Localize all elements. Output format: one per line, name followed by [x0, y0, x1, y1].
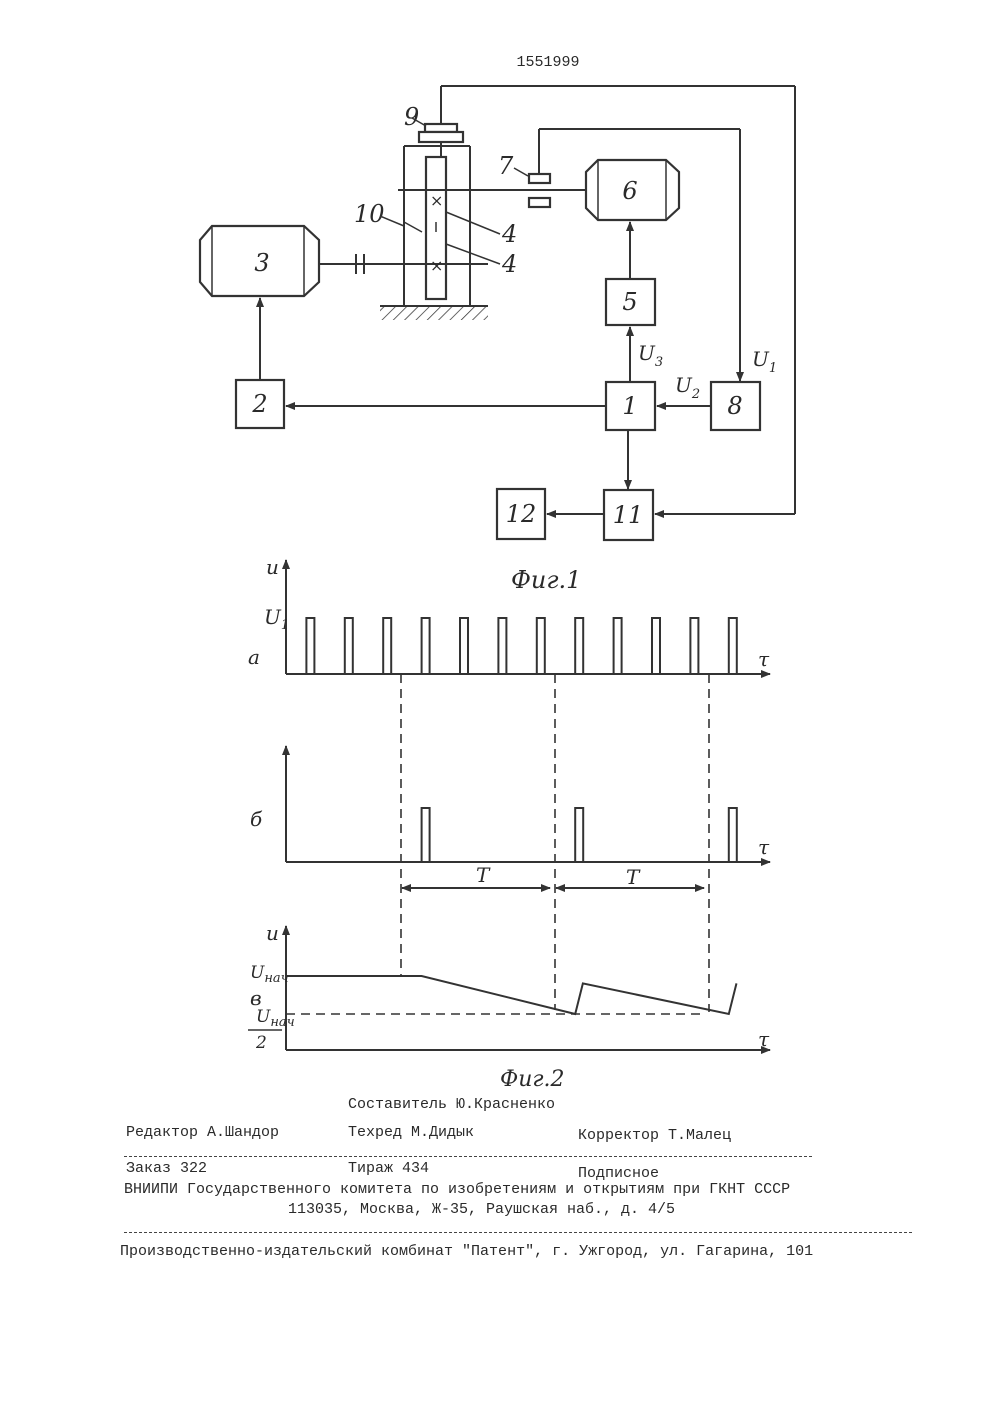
period-label-1: T [476, 863, 491, 887]
imprint-corrector: Корректор Т.Малец [578, 1127, 731, 1144]
panel-b: б τ [250, 746, 770, 862]
patent-number: 1551999 [516, 54, 579, 71]
imprint-address: 113035, Москва, Ж-35, Раушская наб., д. … [288, 1201, 675, 1218]
imprint-composer: Составитель Ю.Красненко [348, 1096, 555, 1113]
figure-2: u U1 а τ б τ T T [248, 555, 770, 1092]
block-2: 2 [236, 380, 284, 428]
figure-2-caption: Фиг.2 [500, 1067, 565, 1092]
panel-c-level-top: Uнач [250, 963, 289, 986]
imprint-subscription: Подписное [578, 1165, 659, 1182]
figure-1: 3 × × [200, 86, 795, 594]
panel-a-label: а [248, 645, 260, 669]
part-label-4a: 4 [501, 220, 517, 248]
imprint-editor: Редактор А.Шандор [126, 1124, 279, 1141]
imprint-printer: Производственно-издательский комбинат "П… [120, 1243, 813, 1260]
panel-c: u Uнач в Uнач 2 τ [248, 921, 770, 1053]
pulse-train [286, 618, 737, 674]
panel-a: u U1 а τ [248, 555, 770, 674]
panel-c-level-low: Uнач [256, 1007, 295, 1030]
motor-block-6: 6 [586, 160, 679, 220]
svg-text:×: × [430, 256, 443, 275]
part-label-7: 7 [498, 152, 514, 180]
imprint-institute: ВНИИПИ Государственного комитета по изоб… [124, 1181, 790, 1198]
sensor-9 [419, 86, 795, 157]
part-label-10: 10 [354, 200, 385, 228]
imprint-order: Заказ 322 [126, 1160, 207, 1177]
block-label-8: 8 [727, 392, 742, 420]
imprint-circulation: Тираж 434 [348, 1160, 429, 1177]
imprint-divider-1 [124, 1156, 812, 1157]
panel-c-axis-t: τ [758, 1027, 770, 1051]
panel-a-axis-u: u [266, 555, 279, 579]
part-label-4b: 4 [501, 250, 517, 278]
panel-a-axis-t: τ [758, 647, 770, 671]
panel-c-frac: 2 [255, 1033, 267, 1053]
figure-1-caption: Фиг.1 [511, 566, 581, 594]
block-11: 11 [604, 490, 653, 540]
voltage-curve [286, 976, 736, 1014]
block-label-1: 1 [622, 392, 637, 420]
panel-b-label: б [250, 807, 263, 831]
gearbox-10: × × [380, 146, 488, 320]
period-label-2: T [626, 865, 641, 889]
block-label-2: 2 [251, 390, 267, 418]
block-8: 8 [711, 382, 760, 430]
imprint-techred: Техред М.Дидык [348, 1124, 474, 1141]
svg-text:×: × [430, 191, 443, 210]
block-label-5: 5 [622, 288, 637, 316]
signal-u3: U3 [638, 341, 663, 370]
signal-u1: U1 [752, 347, 777, 376]
block-12: 12 [497, 489, 545, 539]
block-5: 5 [606, 279, 655, 325]
pulse-train [286, 808, 737, 862]
part-label-9: 9 [404, 103, 419, 131]
block-label-11: 11 [613, 501, 644, 529]
imprint-divider-2 [124, 1232, 912, 1233]
block-label-3: 3 [254, 249, 269, 277]
block-label-6: 6 [622, 177, 637, 205]
motor-block-3: 3 [200, 226, 319, 296]
signal-u2: U2 [675, 373, 700, 402]
panel-b-axis-t: τ [758, 835, 770, 859]
block-1: 1 [606, 382, 655, 430]
block-label-12: 12 [506, 500, 537, 528]
panel-c-axis-u: u [266, 921, 279, 945]
